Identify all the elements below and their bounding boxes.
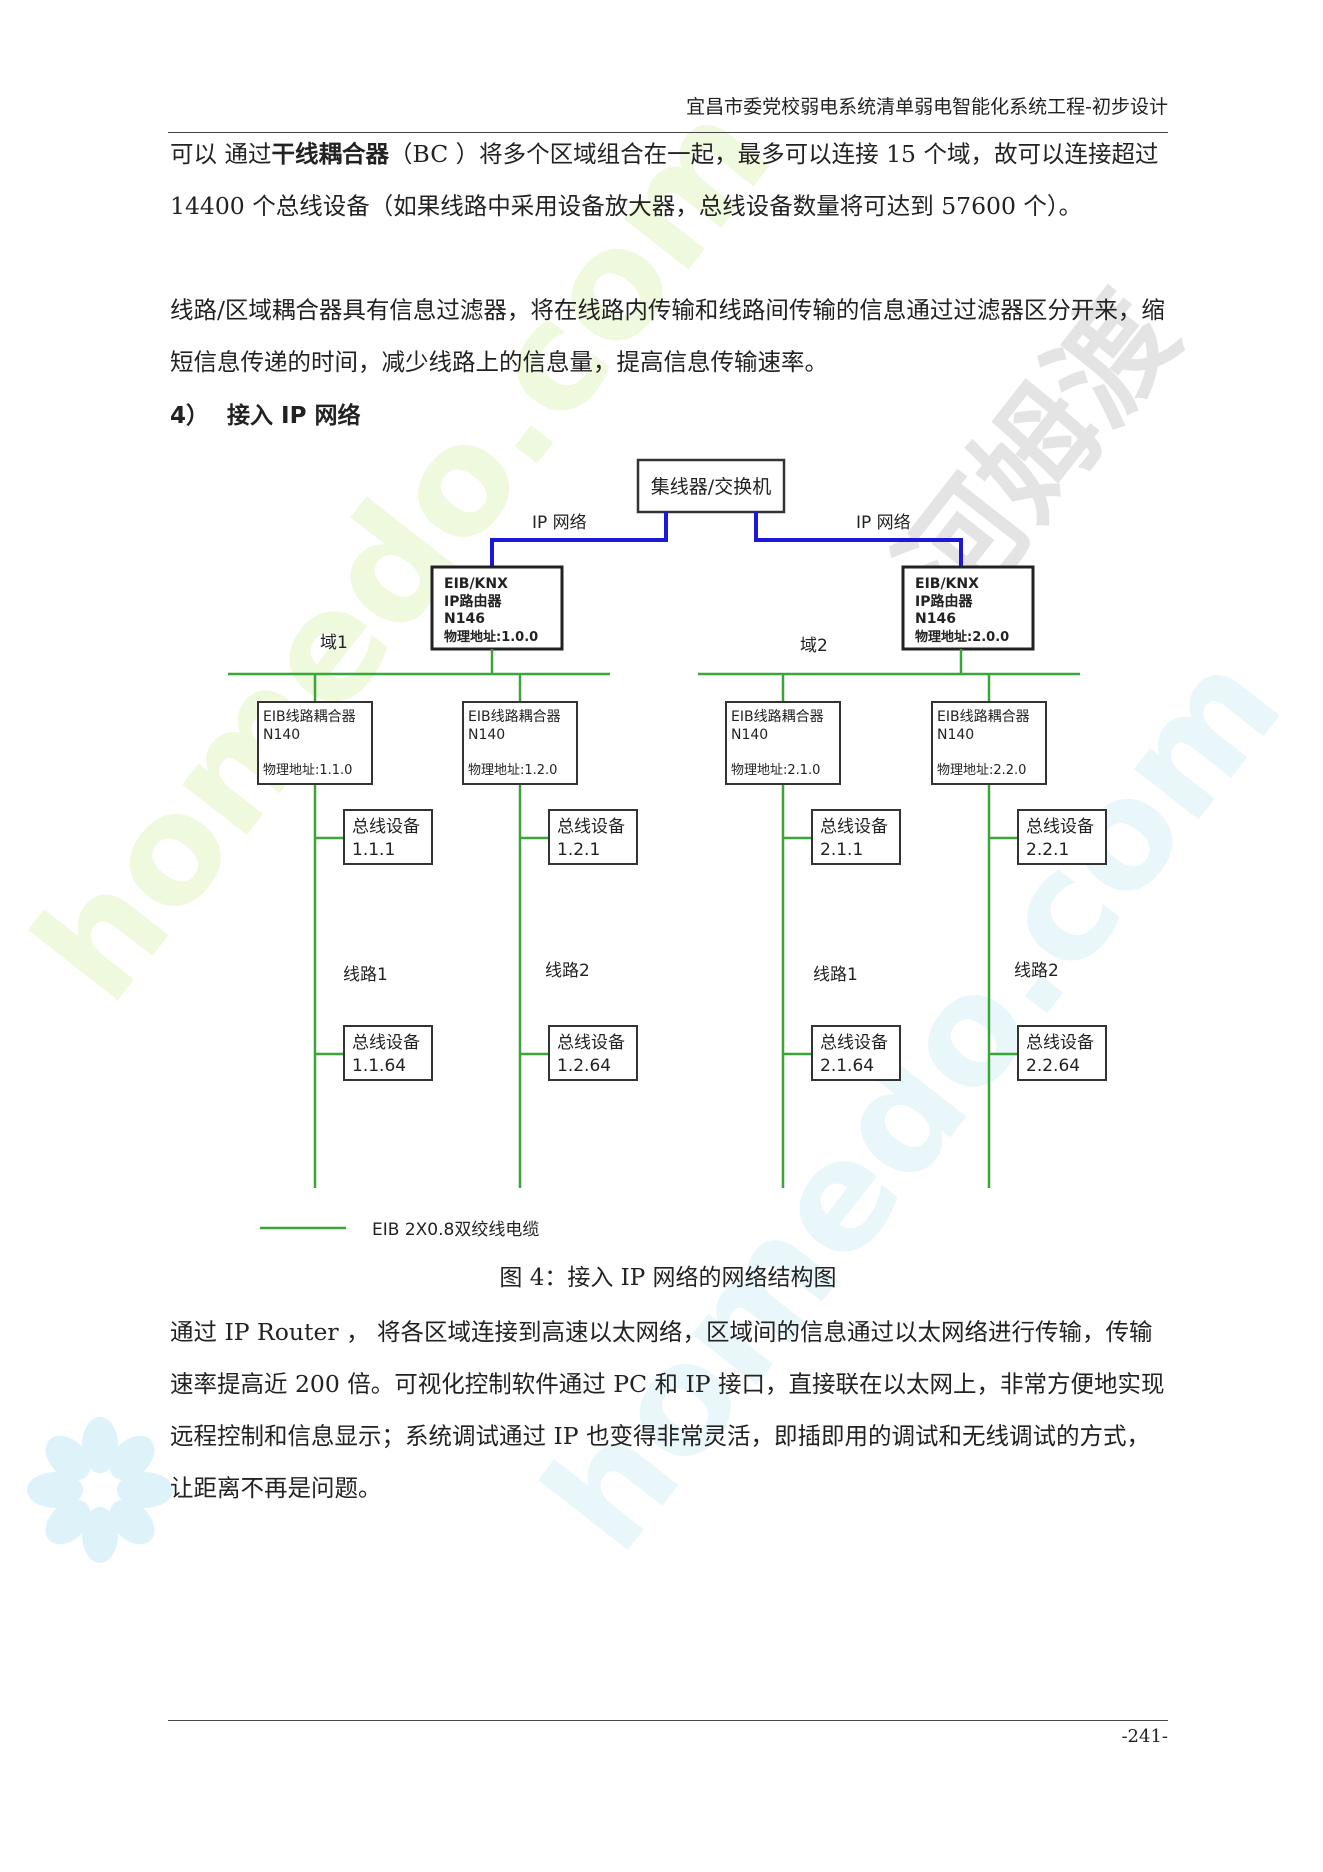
device-2-2-64-box (1017, 1025, 1107, 1081)
device-1-2-64-box (548, 1025, 638, 1081)
coupler-4-box (931, 701, 1047, 785)
device-top-3-line-2: 2.1.1 (820, 840, 863, 860)
device-1-1-box (343, 809, 433, 865)
ip-label-left: IP 网络 (532, 513, 587, 533)
footer-rule (168, 1720, 1168, 1721)
coupler-2-line-1: EIB线路耦合器 (468, 709, 561, 725)
device-top-4-line-1: 总线设备 (1026, 817, 1094, 837)
coupler-2-line-3: 物理地址:1.2.0 (468, 763, 557, 778)
paragraph-1: 可以 通过干线耦合器（BC ）将多个区域组合在一起，最多可以连接 15 个域，故… (170, 128, 1168, 232)
device-2-1-64-box (811, 1025, 901, 1081)
paragraph-1-suffix: （BC ）将多个区域组合在一起，最多可以连接 15 个域，故可以连接超过 144… (170, 140, 1159, 220)
coupler-3-box (725, 701, 841, 785)
device-bottom-1-line-1: 总线设备 (352, 1033, 420, 1053)
section-title: 接入 IP 网络 (227, 403, 361, 429)
device-bottom-4-line-1: 总线设备 (1026, 1033, 1094, 1053)
ip-link-left (490, 512, 668, 567)
ip-link-right (754, 512, 963, 567)
router-1-line-1: EIB/KNX (444, 576, 508, 592)
router-2-line-4: 物理地址:2.0.0 (915, 629, 1009, 645)
coupler-4-line-1: EIB线路耦合器 (937, 709, 1030, 725)
device-top-2-line-2: 1.2.1 (557, 840, 600, 860)
paragraph-1-prefix: 可以 通过 (170, 140, 272, 168)
line-label-2: 线路2 (545, 961, 590, 981)
device-top-1-line-1: 总线设备 (352, 817, 420, 837)
section-number: 4） (170, 403, 210, 429)
router-1-line-4: 物理地址:1.0.0 (444, 629, 538, 645)
device-top-1-line-2: 1.1.1 (352, 840, 395, 860)
router-2-line-3: N146 (915, 611, 956, 627)
coupler-2-box (462, 701, 578, 785)
coupler-3-line-3: 物理地址:2.1.0 (731, 763, 820, 778)
paragraph-3: 通过 IP Router ， 将各区域连接到高速以太网络，区域间的信息通过以太网… (170, 1318, 1165, 1502)
device-top-2-line-1: 总线设备 (557, 817, 625, 837)
paragraph-2: 线路/区域耦合器具有信息过滤器，将在线路内传输和线路间传输的信息通过过滤器区分开… (170, 296, 1165, 376)
device-bottom-1-line-2: 1.1.64 (352, 1056, 406, 1076)
coupler-1-line-2: N140 (263, 727, 300, 743)
device-bottom-2-line-1: 总线设备 (557, 1033, 625, 1053)
coupler-4-line-3: 物理地址:2.2.0 (937, 763, 1026, 778)
router-2-line-2: IP路由器 (915, 593, 973, 610)
device-2-1-box (811, 809, 901, 865)
coupler-3-line-1: EIB线路耦合器 (731, 709, 824, 725)
figure-caption: 图 4：接入 IP 网络的网络结构图 (499, 1265, 837, 1291)
device-bottom-2-line-2: 1.2.64 (557, 1056, 611, 1076)
coupler-1-line-3: 物理地址:1.1.0 (263, 763, 352, 778)
coupler-4-line-2: N140 (937, 727, 974, 743)
router-2-box (901, 565, 1035, 651)
router-1-box (430, 565, 564, 651)
legend-label: EIB 2X0.8双绞线电缆 (372, 1220, 539, 1240)
device-1-2-box (548, 809, 638, 865)
domain-1-label: 域1 (320, 633, 348, 653)
hub-label: 集线器/交换机 (651, 476, 771, 498)
device-top-3-line-1: 总线设备 (820, 817, 888, 837)
hub-box (636, 458, 786, 514)
device-bottom-3-line-1: 总线设备 (820, 1033, 888, 1053)
device-bottom-3-line-2: 2.1.64 (820, 1056, 874, 1076)
coupler-1-box (257, 701, 373, 785)
router-1-line-2: IP路由器 (444, 593, 502, 610)
paragraph-1-bold: 干线耦合器 (271, 140, 389, 168)
device-1-64-box (343, 1025, 433, 1081)
line-label-4: 线路2 (1014, 961, 1059, 981)
coupler-3-line-2: N140 (731, 727, 768, 743)
page-number: -241- (1121, 1726, 1168, 1747)
section-heading: 4） 接入 IP 网络 (170, 390, 378, 442)
coupler-1-line-1: EIB线路耦合器 (263, 709, 356, 725)
line-label-3: 线路1 (813, 965, 858, 985)
coupler-2-line-2: N140 (468, 727, 505, 743)
device-bottom-4-line-2: 2.2.64 (1026, 1056, 1080, 1076)
router-1-line-3: N146 (444, 611, 485, 627)
device-top-4-line-2: 2.2.1 (1026, 840, 1069, 860)
line-label-1: 线路1 (343, 965, 388, 985)
router-2-line-1: EIB/KNX (915, 576, 979, 592)
ip-label-right: IP 网络 (856, 513, 911, 533)
device-2-2-box (1017, 809, 1107, 865)
header-rule (168, 132, 1168, 133)
page-header: 宜昌市委党校弱电系统清单弱电智能化系统工程-初步设计 (686, 96, 1168, 118)
domain-2-label: 域2 (800, 636, 828, 656)
